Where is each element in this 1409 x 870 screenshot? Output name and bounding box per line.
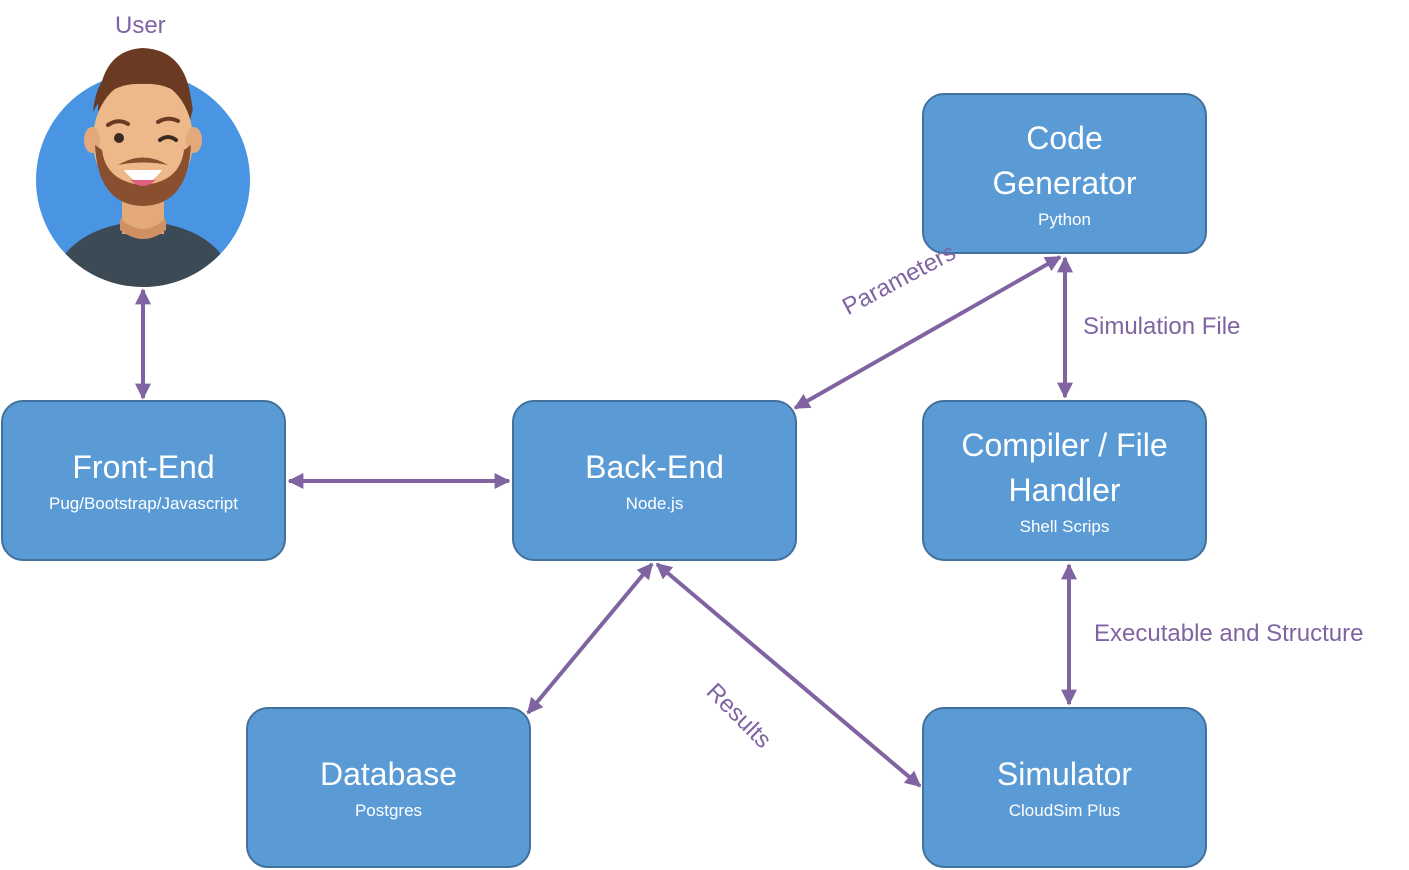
database-subtitle: Postgres — [354, 801, 423, 820]
backend-title: Back-End — [585, 449, 724, 485]
code-generator-title-line1: Code — [1026, 119, 1103, 156]
compiler-subtitle: Shell Scrips — [1019, 516, 1110, 536]
frontend-subtitle: Pug/Bootstrap/Javascript — [49, 494, 238, 513]
simulator-node[interactable]: Simulator CloudSim Plus — [922, 707, 1207, 868]
code-generator-node[interactable]: Code Generator Python — [922, 93, 1207, 254]
avatar-icon — [36, 48, 250, 287]
executable-structure-label: Executable and Structure — [1094, 620, 1364, 647]
arrow-backend-codegen — [793, 255, 1062, 410]
compiler-node[interactable]: Compiler / File Handler Shell Scrips — [922, 400, 1207, 561]
arrow-backend-database — [526, 562, 654, 715]
backend-node[interactable]: Back-End Node.js — [512, 400, 797, 561]
simulation-file-label: Simulation File — [1083, 313, 1241, 340]
compiler-title-line2: Handler — [1008, 471, 1121, 508]
compiler-title-line1: Compiler / File — [961, 426, 1168, 463]
simulator-title: Simulator — [996, 756, 1133, 792]
backend-subtitle: Node.js — [625, 494, 684, 513]
frontend-title: Front-End — [72, 449, 215, 485]
simulator-subtitle: CloudSim Plus — [1008, 801, 1121, 820]
database-title: Database — [320, 756, 457, 792]
frontend-node[interactable]: Front-End Pug/Bootstrap/Javascript — [1, 400, 286, 561]
arrow-backend-simulator — [655, 562, 922, 788]
database-node[interactable]: Database Postgres — [246, 707, 531, 868]
user-label: User — [115, 12, 166, 39]
code-generator-title-line2: Generator — [992, 164, 1137, 201]
code-generator-subtitle: Python — [1038, 209, 1091, 229]
